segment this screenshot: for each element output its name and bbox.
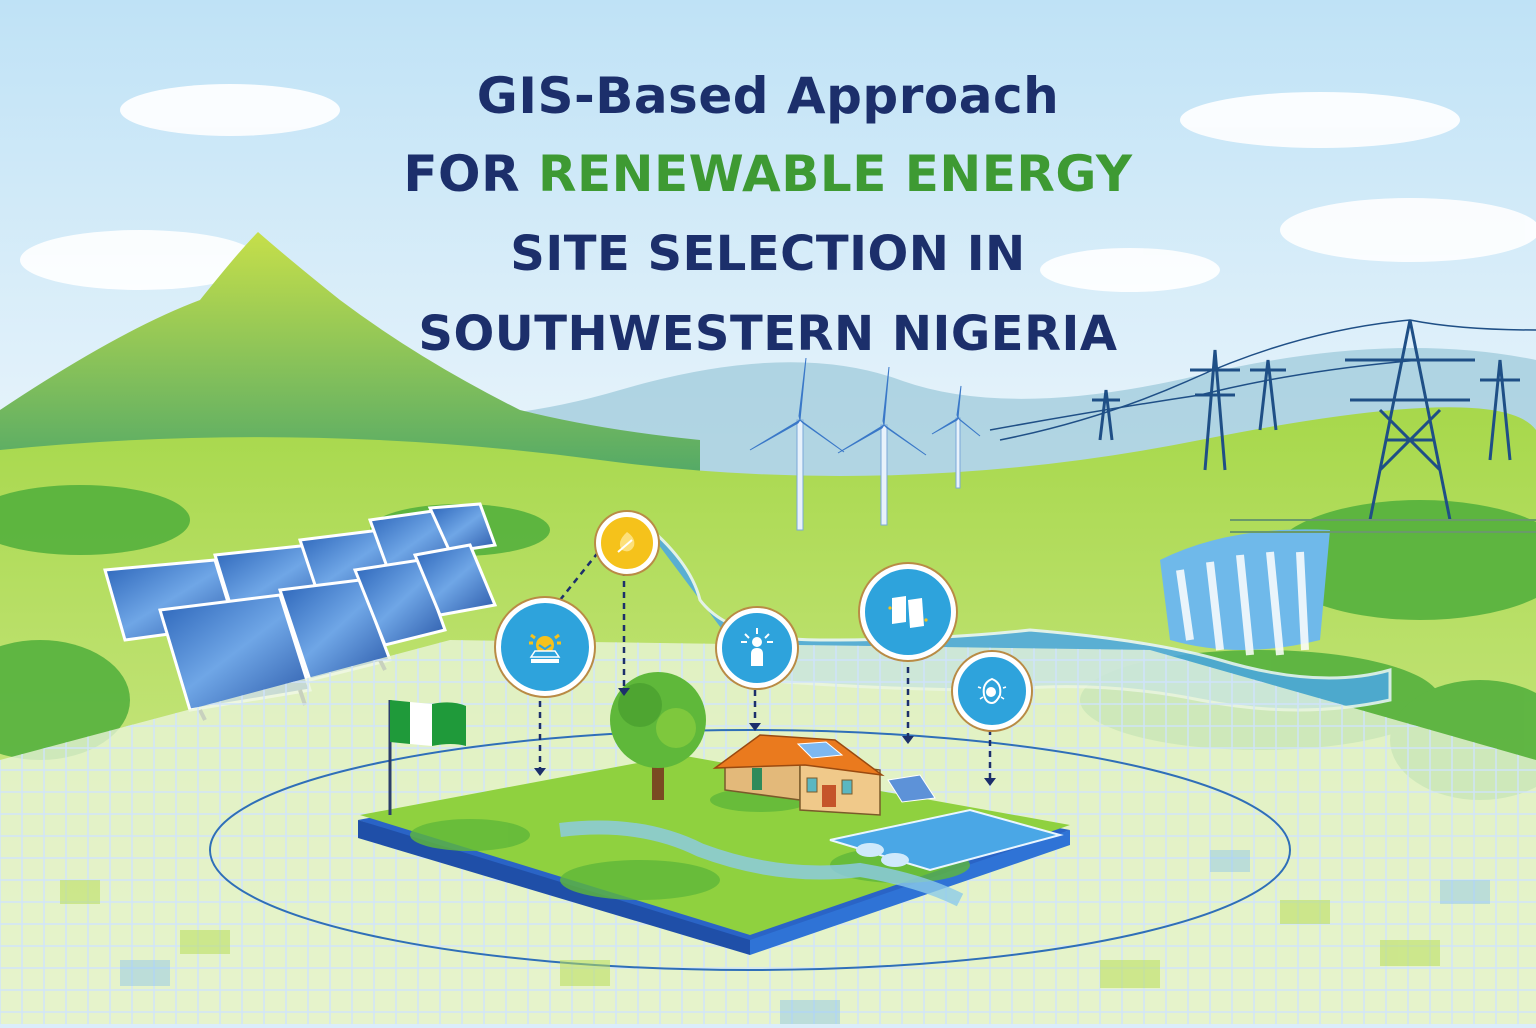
- tree: [610, 672, 706, 800]
- wind-light-pin: [717, 608, 797, 688]
- wind-turbines: [749, 357, 981, 531]
- nigerian-flag-icon: [388, 700, 466, 815]
- title-line-1: GIS-Based Approach: [476, 67, 1060, 125]
- solar-sun-icon: [529, 633, 561, 663]
- water-drop-icon: [977, 677, 1007, 705]
- house-with-solar-roof: [712, 734, 936, 816]
- transmission-pylons: [989, 319, 1536, 521]
- title-line-2: FOR RENEWABLE ENERGY: [0, 134, 1536, 214]
- title-line-4: SOUTHWESTERN NIGERIA: [418, 306, 1118, 362]
- page-title: GIS-Based Approach FOR RENEWABLE ENERGY …: [0, 58, 1536, 374]
- wind-light-icon: [741, 628, 773, 666]
- solar-panel-array: [103, 502, 498, 721]
- sun-leaf-icon: [617, 532, 635, 553]
- pin-arrowheads: [534, 688, 996, 786]
- solar-sun-pin: [496, 598, 594, 696]
- title-line-3: SITE SELECTION IN: [510, 226, 1026, 282]
- clouds: [20, 84, 1536, 292]
- title-highlight: RENEWABLE ENERGY: [537, 145, 1133, 203]
- title-line-2-prefix: FOR: [403, 145, 538, 203]
- sun-leaf-pin: [596, 512, 658, 574]
- water-drop-pin: [953, 652, 1031, 730]
- map-layers-pin: [860, 564, 956, 660]
- map-layers-icon: [888, 596, 928, 628]
- pin-connectors: [538, 549, 992, 780]
- waterfall: [1160, 529, 1330, 656]
- land-parcel-block: [358, 755, 1070, 955]
